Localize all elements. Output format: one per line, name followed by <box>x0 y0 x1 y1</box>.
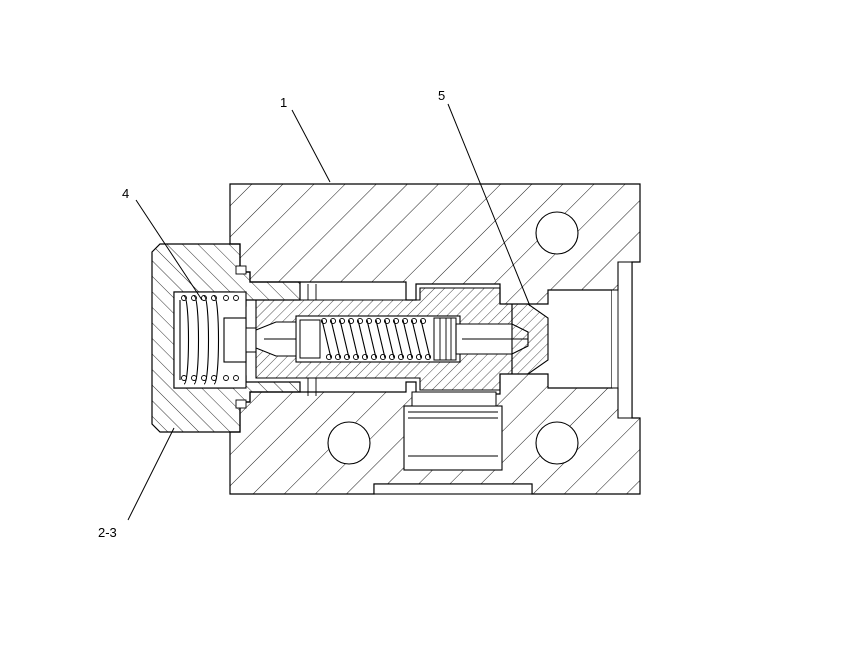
spring-coil <box>384 319 395 359</box>
spring-coil <box>339 319 350 359</box>
spring-coil-end <box>347 317 355 325</box>
passage-circle <box>535 211 579 255</box>
spring-coil <box>393 319 404 359</box>
spring-coil <box>357 319 368 359</box>
right-port <box>612 261 633 419</box>
spring-coil-end <box>320 317 328 325</box>
spring-coil <box>411 319 422 359</box>
spring-coil-end <box>343 353 351 361</box>
leader-line-5 <box>447 103 531 307</box>
spring-coil-end <box>424 353 432 361</box>
spring-coil-end <box>419 317 427 325</box>
spring-coil-end <box>370 353 378 361</box>
cartridge-cap <box>151 243 301 433</box>
spring-coil-end <box>338 317 346 325</box>
spring-coil-end <box>374 317 382 325</box>
spring-coil-end <box>325 353 333 361</box>
passage-circle <box>327 421 371 465</box>
spring-coil <box>375 319 386 359</box>
passage-circle <box>535 421 579 465</box>
spring-coil-end <box>329 317 337 325</box>
cap-spring <box>179 295 257 385</box>
spring-coil-end <box>388 353 396 361</box>
callout-1: 1 <box>280 95 287 110</box>
spring-coil <box>348 319 359 359</box>
leader-line-1 <box>291 109 331 183</box>
spring-coil-end <box>334 353 342 361</box>
spring-coil <box>366 319 377 359</box>
poppet <box>455 303 549 375</box>
spring-coil <box>420 319 431 359</box>
spring-coil-end <box>383 317 391 325</box>
spring-coil-end <box>401 317 409 325</box>
spring-coil <box>402 319 413 359</box>
spring-coil-end <box>356 317 364 325</box>
spring-coil-end <box>397 353 405 361</box>
spring-coil <box>321 319 332 359</box>
callout-2-3: 2-3 <box>98 525 117 540</box>
callout-4: 4 <box>122 186 129 201</box>
spring-coil-end <box>392 317 400 325</box>
spring-coil <box>330 319 341 359</box>
leader-line-2-3 <box>127 427 175 521</box>
spring-coil-end <box>410 317 418 325</box>
spring-coil-end <box>406 353 414 361</box>
spring-coil-end <box>365 317 373 325</box>
spring-coil-end <box>352 353 360 361</box>
spring-coil-end <box>379 353 387 361</box>
leader-line-4 <box>135 199 203 301</box>
callout-5: 5 <box>438 88 445 103</box>
leader-lines <box>127 103 531 521</box>
valve-body <box>229 183 641 495</box>
spring-coil-end <box>415 353 423 361</box>
spring-coil-end <box>361 353 369 361</box>
lower-port <box>373 391 533 495</box>
spool-spring <box>299 317 457 361</box>
